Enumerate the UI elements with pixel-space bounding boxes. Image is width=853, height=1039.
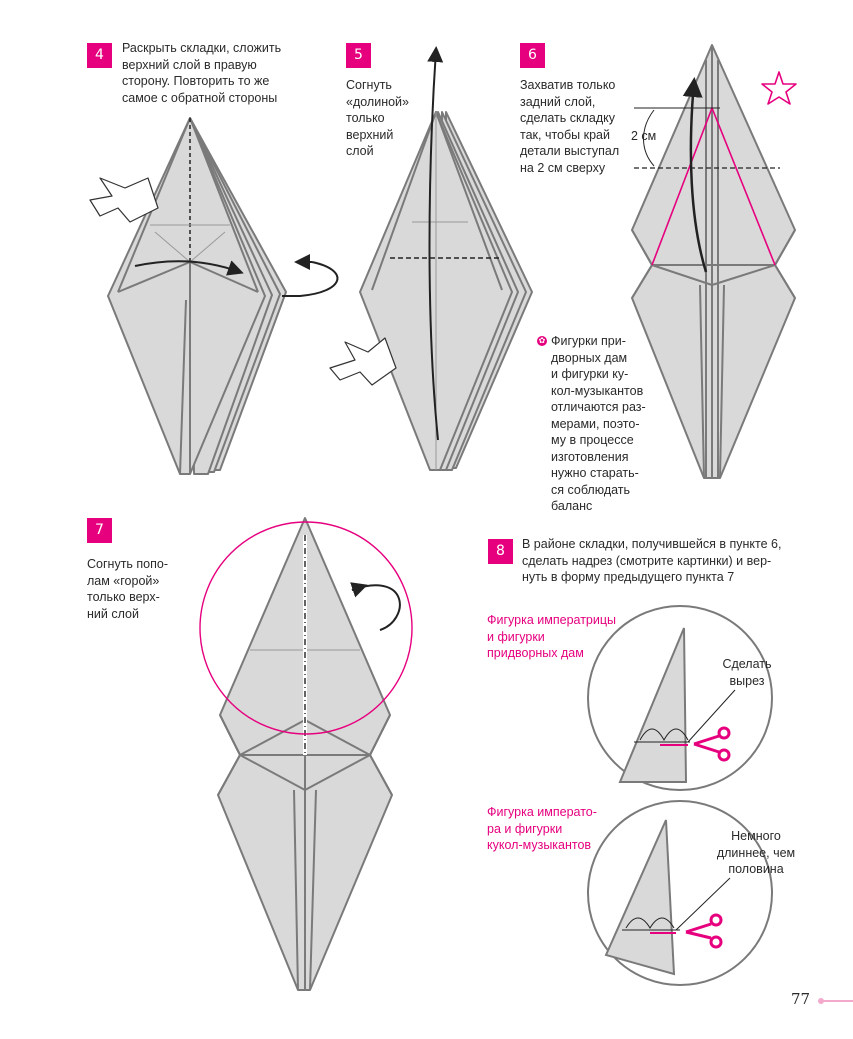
step-4-badge: 4	[87, 43, 112, 68]
variant-a-instruction: Сделать вырез	[712, 656, 782, 689]
step-5-text: Согнуть «долиной» только верхний слой	[346, 77, 409, 160]
text-line: сторону. Повторить то же	[122, 74, 270, 88]
text-line: кол-музыкантов	[551, 383, 644, 398]
text-line: Согнуть попо-	[87, 557, 169, 571]
page-ornament-line	[822, 1000, 853, 1002]
text-line: Фигурка императо-	[487, 805, 597, 819]
text-line: только верх-	[87, 590, 160, 604]
text-line: на 2 см сверху	[520, 160, 606, 175]
text-line: детали выступал	[520, 144, 620, 158]
text-line: изготовления	[551, 449, 629, 464]
open-arrow-icon	[89, 177, 159, 223]
open-arrow-icon	[329, 337, 397, 386]
step6-figure	[631, 44, 797, 479]
text-line: Фигурки при-	[551, 334, 626, 348]
page-ornament-dot	[818, 998, 824, 1004]
page-number: 77	[791, 990, 811, 1008]
text-line: отличаются раз-	[551, 400, 646, 414]
note-block: ✿ Фигурки при- дворных дам и фигурки ку-…	[537, 333, 646, 515]
text-line: длиннее, чем	[716, 845, 796, 860]
text-line: мерами, поэто-	[551, 416, 640, 431]
variant-b-caption: Фигурка императо- ра и фигурки кукол-муз…	[487, 804, 597, 854]
text-line: лам «горой»	[87, 573, 160, 588]
text-line: слой	[346, 144, 374, 158]
text-line: баланс	[551, 499, 593, 513]
text-line: Немного	[731, 829, 781, 843]
variant-a-caption: Фигурка императрицы и фигурки придворных…	[487, 612, 616, 662]
text-line: Раскрыть складки, сложить	[122, 41, 282, 55]
text-line: «долиной»	[346, 94, 409, 109]
note-bullet-icon: ✿	[537, 336, 547, 346]
text-line: самое с обратной стороны	[122, 90, 278, 105]
text-line: половина	[728, 862, 784, 876]
step-6-badge: 6	[520, 43, 545, 68]
text-line: и фигурки	[487, 629, 545, 644]
text-line: только	[346, 111, 385, 125]
variant-b-detail	[587, 800, 773, 986]
zoom-circle	[199, 521, 413, 735]
text-line: му в процессе	[551, 433, 634, 447]
text-line: сделать складку	[520, 111, 616, 125]
text-line: нуть в форму предыдущего пункта 7	[522, 570, 735, 584]
step7-figure	[217, 517, 393, 991]
scissors-icon	[693, 726, 731, 762]
text-line: задний слой,	[520, 94, 596, 109]
step-7-text: Согнуть попо- лам «горой» только верх- н…	[87, 556, 168, 622]
measure-label: 2 см	[631, 129, 657, 143]
text-line: Захватив только	[520, 78, 616, 92]
step-7-badge: 7	[87, 518, 112, 543]
step5-figure	[329, 111, 533, 471]
text-line: Сделать	[722, 657, 772, 671]
text-line: и фигурки ку-	[551, 367, 629, 381]
text-line: дворных дам	[551, 350, 628, 365]
text-line: кукол-музыкантов	[487, 838, 592, 852]
step4-figure	[89, 117, 287, 475]
step-8-text: В районе складки, получившейся в пункте …	[522, 536, 781, 586]
text-line: ний слой	[87, 606, 139, 621]
star-icon	[761, 71, 797, 105]
text-line: верхний слой в правую	[122, 57, 257, 72]
step-5-badge: 5	[346, 43, 371, 68]
text-line: ра и фигурки	[487, 821, 563, 836]
text-line: верхний	[346, 127, 394, 142]
scissors-icon	[685, 913, 723, 949]
text-line: нужно старать-	[551, 466, 639, 480]
variant-a-detail	[587, 605, 773, 791]
text-line: Фигурка императрицы	[487, 613, 617, 627]
step-6-text: Захватив только задний слой, сделать скл…	[520, 77, 619, 176]
text-line: так, чтобы край	[520, 127, 610, 142]
text-line: В районе складки, получившейся в пункте …	[522, 537, 782, 551]
text-line: придворных дам	[487, 646, 584, 660]
text-line: сделать надрез (смотрите картинки) и вер…	[522, 553, 772, 568]
text-line: Согнуть	[346, 78, 392, 92]
text-line: ся соблюдать	[551, 482, 631, 497]
text-line: вырез	[729, 673, 765, 688]
variant-b-instruction: Немного длиннее, чем половина	[700, 828, 812, 878]
step-8-badge: 8	[488, 539, 513, 564]
step-4-text: Раскрыть складки, сложить верхний слой в…	[122, 40, 281, 106]
